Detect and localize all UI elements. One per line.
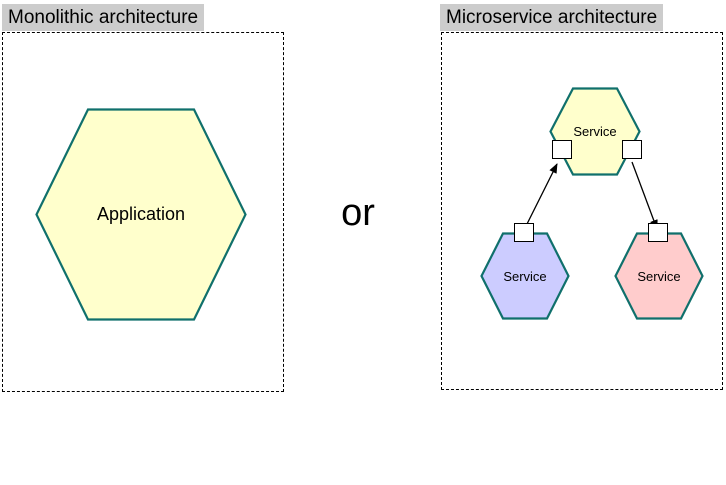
group-monolithic-label: Monolithic architecture xyxy=(2,4,205,31)
hexagon-shape-icon xyxy=(614,232,704,320)
hexagon-shape-icon xyxy=(35,108,247,321)
group-microservice[interactable] xyxy=(441,32,723,390)
or-connector-text: or xyxy=(341,192,375,234)
port-service-left[interactable] xyxy=(514,223,534,242)
group-microservice-label: Microservice architecture xyxy=(440,4,664,31)
node-service-left[interactable]: Service xyxy=(480,232,570,320)
hexagon-shape-icon xyxy=(480,232,570,320)
node-service-right[interactable]: Service xyxy=(614,232,704,320)
node-application[interactable]: Application xyxy=(35,108,247,321)
node-service-top[interactable]: Service xyxy=(549,87,641,176)
hexagon-shape-icon xyxy=(549,87,641,176)
port-service-right[interactable] xyxy=(648,223,668,242)
port-service-top-right[interactable] xyxy=(622,140,642,159)
group-monolithic[interactable] xyxy=(2,32,284,392)
port-service-top-left[interactable] xyxy=(552,140,572,159)
